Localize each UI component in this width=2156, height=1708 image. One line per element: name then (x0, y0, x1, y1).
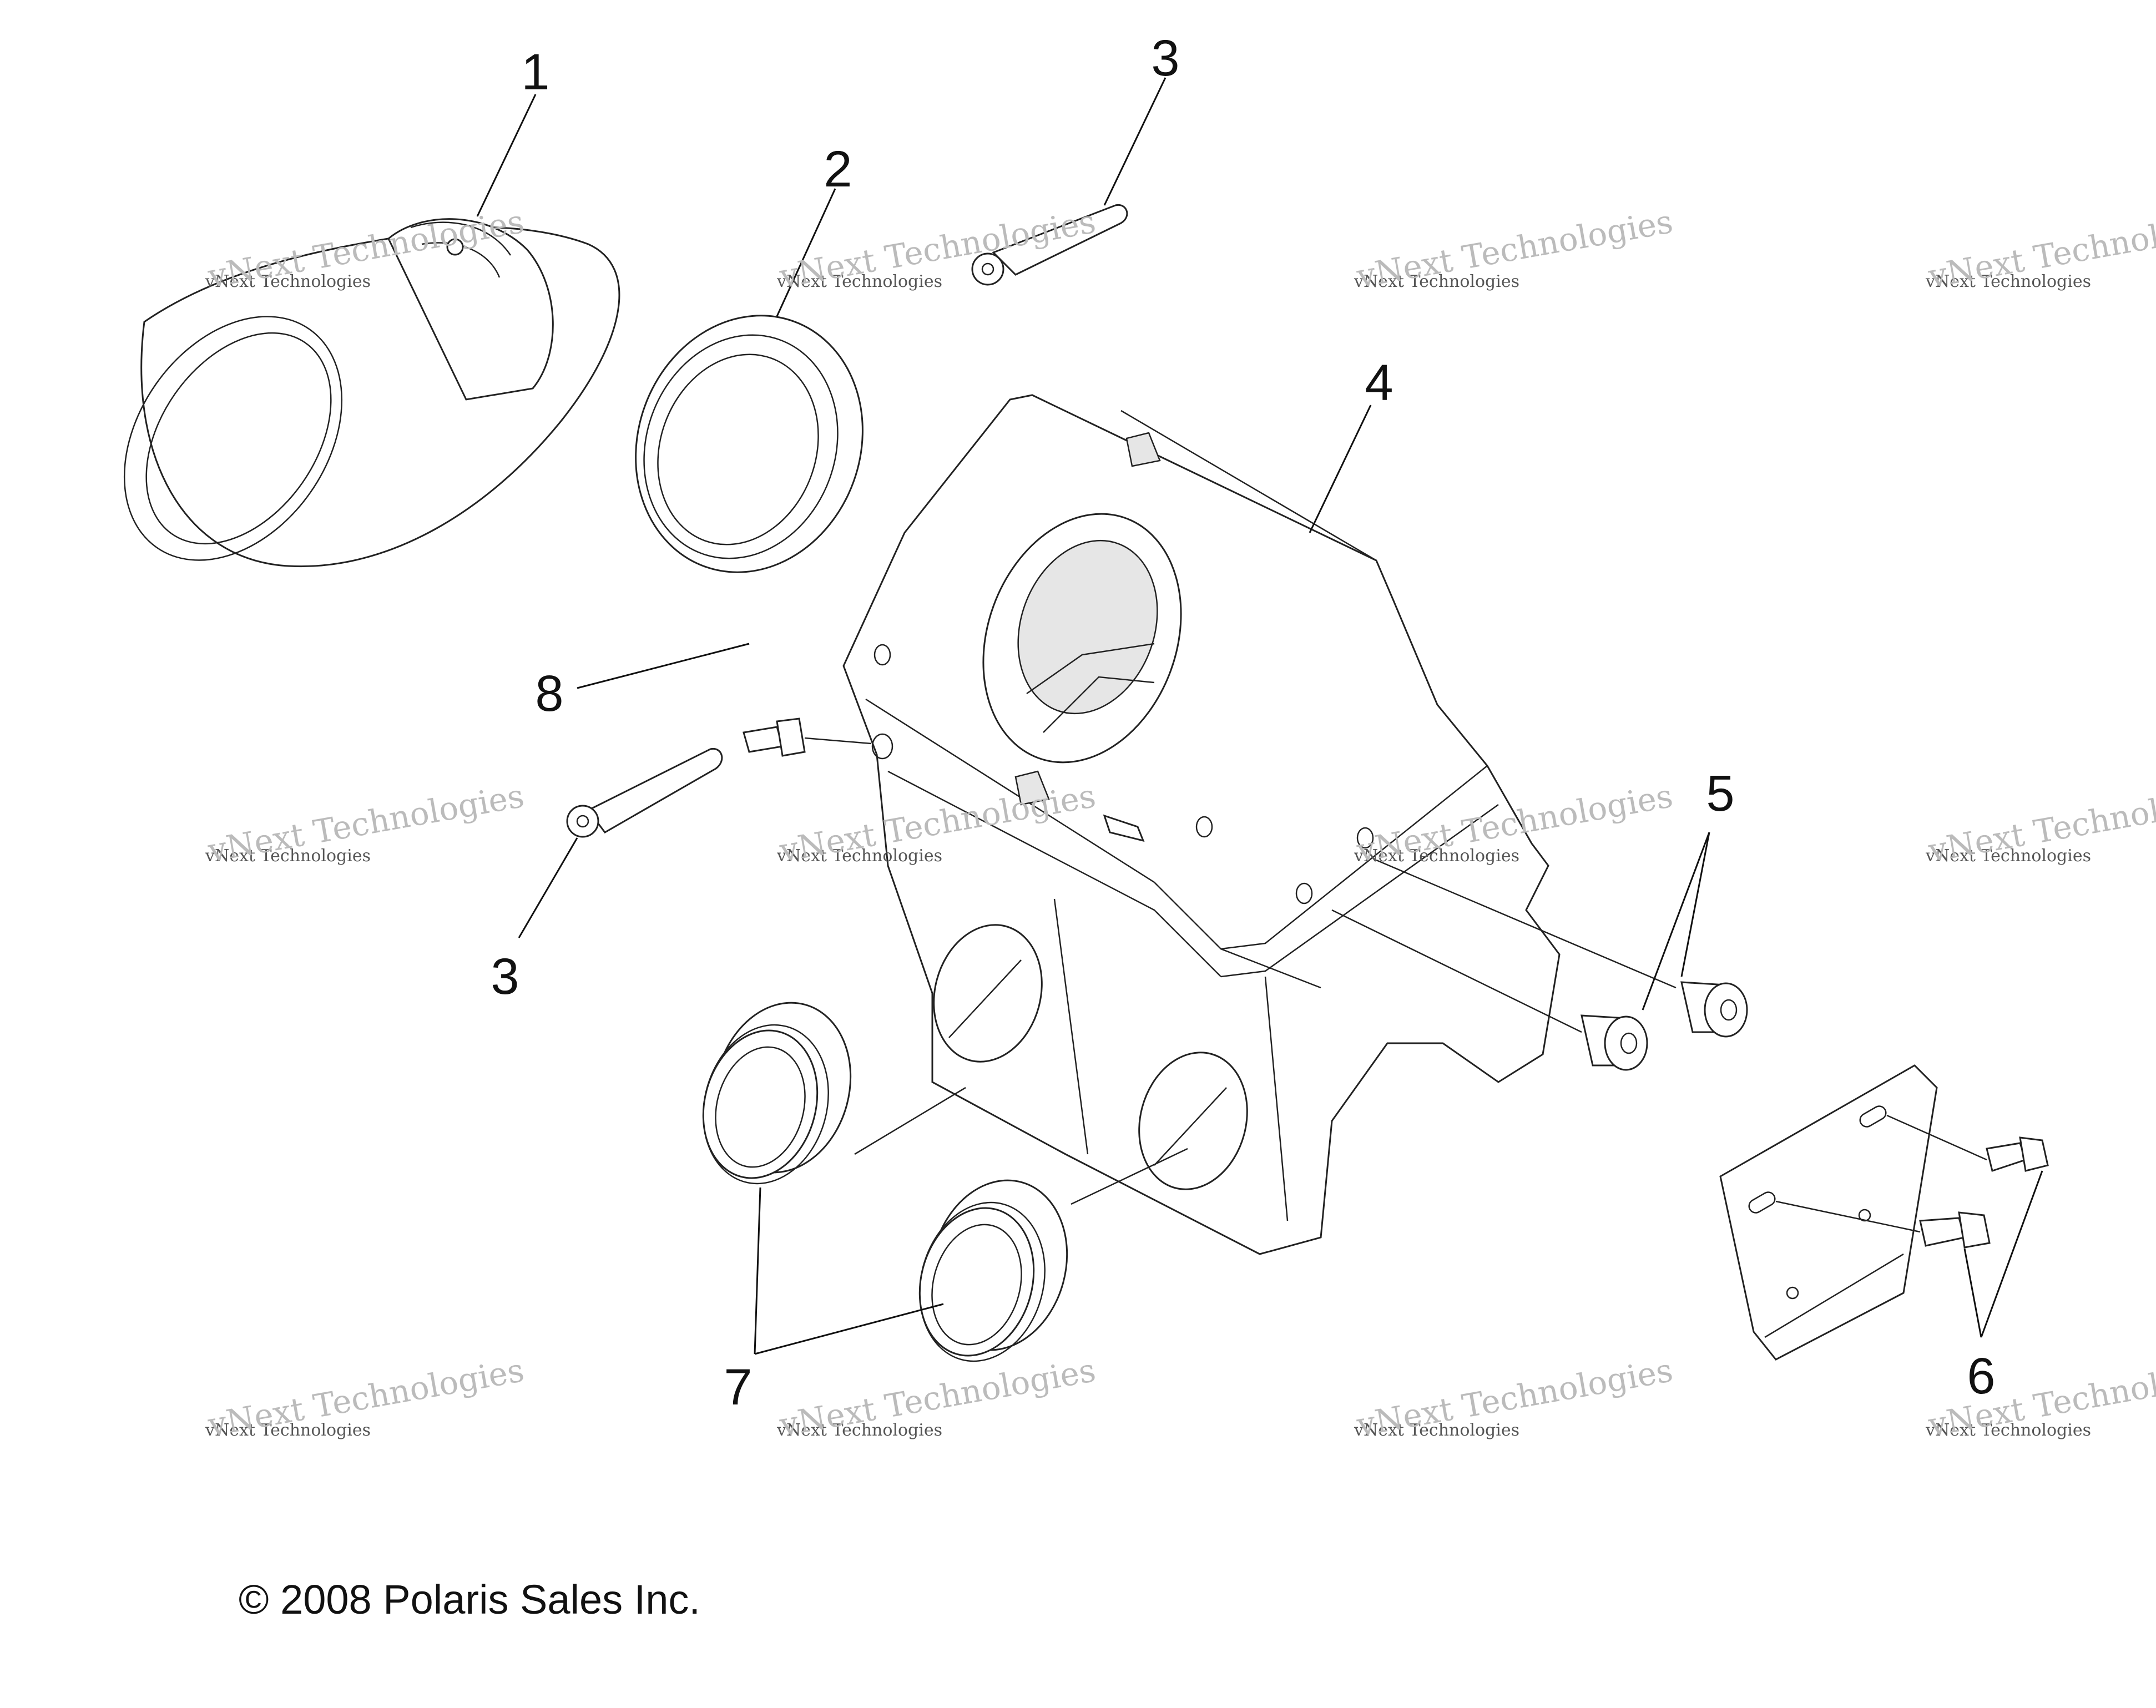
copyright-notice: © 2008 Polaris Sales Inc. (239, 1576, 700, 1623)
callout-2: 2 (824, 141, 852, 198)
callout-1: 1 (521, 44, 550, 100)
callout-5: 5 (1706, 765, 1735, 822)
part-8-fitting (743, 717, 893, 760)
callout-3-lower: 3 (491, 948, 519, 1005)
callout-3-upper: 3 (1151, 30, 1180, 87)
callout-6: 6 (1967, 1348, 1996, 1404)
part-7-adapters (702, 1002, 1188, 1362)
part-6-bracket-bolts (1719, 1064, 2049, 1361)
callout-8: 8 (535, 665, 564, 722)
callout-7: 7 (724, 1359, 753, 1416)
callout-4: 4 (1365, 355, 1393, 411)
part-3-strap-lower (566, 747, 723, 838)
part-4-airbox (842, 394, 1561, 1255)
part-2-seal-ring (635, 315, 864, 573)
leader-lines (476, 77, 2043, 1355)
part-5-grommets (1331, 859, 1748, 1071)
part-1-intake-duct (123, 218, 620, 568)
part-3-strap-upper (971, 204, 1128, 286)
